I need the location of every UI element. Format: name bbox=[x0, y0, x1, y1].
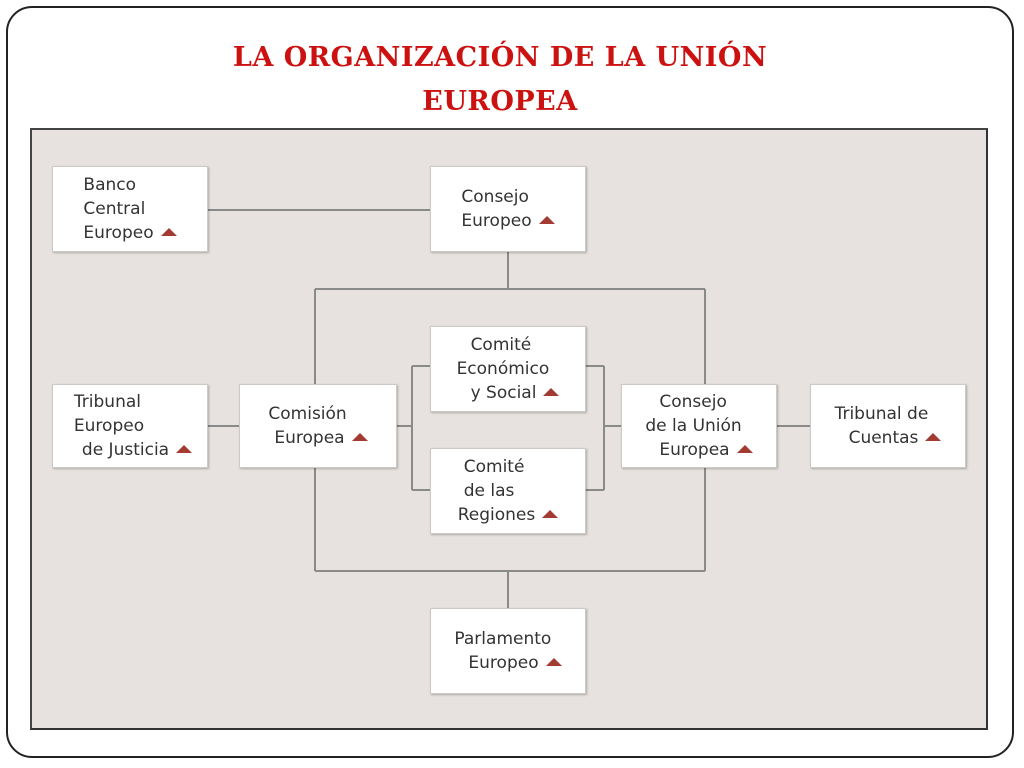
node-comite-regiones[interactable]: Comité de las Regiones bbox=[430, 448, 586, 534]
node-label-line: Europeo bbox=[461, 211, 532, 231]
expand-arrow-icon[interactable] bbox=[538, 216, 555, 224]
node-label-line-with-icon: Europea bbox=[645, 438, 753, 462]
slide-title: LA ORGANIZACIÓN DE LA UNIÓN EUROPEA bbox=[0, 36, 1000, 124]
node-label-line: Consejo bbox=[461, 187, 529, 207]
node-label-line: Central bbox=[83, 199, 146, 219]
node-consejo-union-europea[interactable]: Consejo de la Unión Europea bbox=[621, 384, 777, 468]
title-line-1: LA ORGANIZACIÓN DE LA UNIÓN bbox=[232, 42, 768, 73]
node-label-line: Parlamento bbox=[454, 629, 552, 649]
node-label-line: Europea bbox=[274, 428, 345, 448]
node-label-line: Comité bbox=[463, 457, 525, 477]
node-label-line: Europeo bbox=[468, 653, 539, 673]
node-label-line: Económico bbox=[456, 359, 550, 379]
node-label-line-with-icon: Regiones bbox=[458, 503, 559, 527]
node-label-line-with-icon: Europeo bbox=[83, 221, 177, 245]
expand-arrow-icon[interactable] bbox=[925, 433, 942, 441]
node-label-line: Cuentas bbox=[848, 428, 919, 448]
node-label-line-with-icon: Europeo bbox=[454, 651, 562, 675]
expand-arrow-icon[interactable] bbox=[736, 445, 753, 453]
node-label-line: Regiones bbox=[457, 505, 536, 525]
node-consejo-europeo[interactable]: Consejo Europeo bbox=[430, 166, 586, 252]
node-label-line: Tribunal bbox=[73, 392, 141, 412]
node-tribunal-cuentas[interactable]: Tribunal de Cuentas bbox=[810, 384, 966, 468]
expand-arrow-icon[interactable] bbox=[545, 658, 562, 666]
node-label-line-with-icon: Europea bbox=[268, 426, 368, 450]
node-label-line: Europeo bbox=[73, 416, 145, 436]
expand-arrow-icon[interactable] bbox=[176, 445, 193, 453]
node-comite-economico-social[interactable]: Comité Económico y Social bbox=[430, 326, 586, 412]
node-tribunal-europeo-justicia[interactable]: Tribunal Europeo de Justicia bbox=[52, 384, 208, 468]
node-label-line: Comisión bbox=[268, 404, 347, 424]
node-label-line-with-icon: y Social bbox=[457, 381, 560, 405]
expand-arrow-icon[interactable] bbox=[160, 228, 177, 236]
node-label-line: Consejo bbox=[659, 392, 727, 412]
node-label-line-with-icon: Europeo bbox=[461, 209, 555, 233]
node-label-line-with-icon: Cuentas bbox=[835, 426, 942, 450]
node-label-line: Europeo bbox=[83, 223, 154, 243]
node-label-line: de la Unión bbox=[645, 416, 742, 436]
expand-arrow-icon[interactable] bbox=[542, 510, 559, 518]
node-label-line: y Social bbox=[470, 383, 537, 403]
connector-lines bbox=[208, 209, 810, 608]
node-comision-europea[interactable]: Comisión Europea bbox=[239, 384, 397, 468]
node-banco-central-europeo[interactable]: Banco Central Europeo bbox=[52, 166, 208, 252]
node-parlamento-europeo[interactable]: Parlamento Europeo bbox=[430, 608, 586, 694]
expand-arrow-icon[interactable] bbox=[351, 433, 368, 441]
node-label-line: de las bbox=[463, 481, 515, 501]
node-label-line: Tribunal de bbox=[834, 404, 929, 424]
title-line-2: EUROPEA bbox=[422, 86, 578, 117]
expand-arrow-icon[interactable] bbox=[543, 388, 560, 396]
node-label-line: de Justicia bbox=[81, 440, 170, 460]
node-label-line: Banco bbox=[83, 175, 137, 195]
node-label-line-with-icon: de Justicia bbox=[68, 438, 193, 462]
node-label-line: Europea bbox=[659, 440, 730, 460]
org-chart-panel: Banco Central Europeo Consejo Europeo Co… bbox=[30, 128, 988, 730]
node-label-line: Comité bbox=[470, 335, 532, 355]
